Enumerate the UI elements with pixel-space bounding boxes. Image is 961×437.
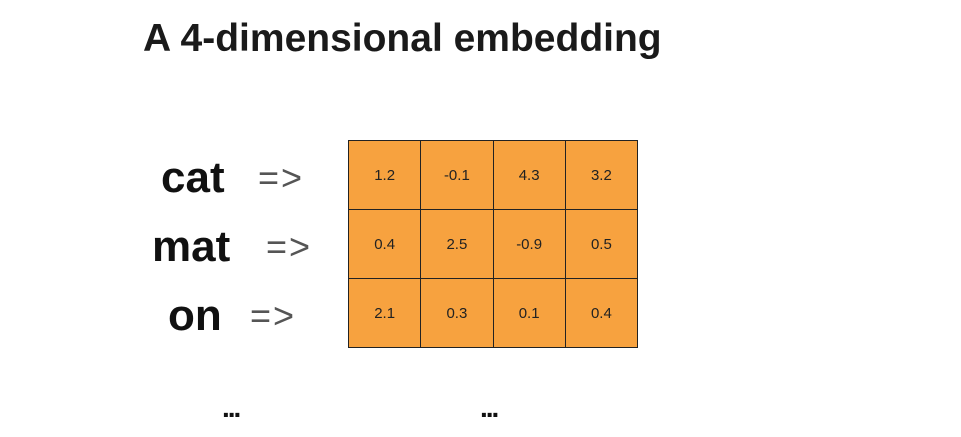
embedding-cell: 0.4 xyxy=(564,278,639,348)
embedding-row-on: 2.1 0.3 0.1 0.4 xyxy=(347,278,639,348)
embedding-cell: 0.1 xyxy=(492,278,566,348)
embedding-cell: 0.5 xyxy=(564,209,639,279)
word-label-mat: mat xyxy=(152,222,231,271)
embedding-cell: -0.1 xyxy=(420,140,494,210)
embedding-row-cat: 1.2 -0.1 4.3 3.2 xyxy=(347,140,639,210)
embedding-matrix: 1.2 -0.1 4.3 3.2 0.4 2.5 -0.9 0.5 2.1 0.… xyxy=(347,140,639,348)
embedding-cell: 1.2 xyxy=(347,140,422,210)
embedding-cell: 0.3 xyxy=(420,278,494,348)
diagram-title: A 4-dimensional embedding xyxy=(143,17,662,60)
arrow-on: => xyxy=(250,295,297,336)
embedding-row-mat: 0.4 2.5 -0.9 0.5 xyxy=(347,209,639,279)
embedding-cell: 3.2 xyxy=(564,140,639,210)
word-label-cat: cat xyxy=(161,153,225,202)
embedding-cell: 2.5 xyxy=(420,209,494,279)
arrow-mat: => xyxy=(266,226,313,267)
word-label-on: on xyxy=(168,291,222,340)
arrow-cat: => xyxy=(258,157,305,198)
ellipsis-matrix: ... xyxy=(480,392,499,423)
embedding-cell: -0.9 xyxy=(492,209,566,279)
embedding-cell: 0.4 xyxy=(347,209,422,279)
ellipsis-words: ... xyxy=(222,392,241,423)
embedding-cell: 4.3 xyxy=(492,140,566,210)
embedding-cell: 2.1 xyxy=(347,278,422,348)
